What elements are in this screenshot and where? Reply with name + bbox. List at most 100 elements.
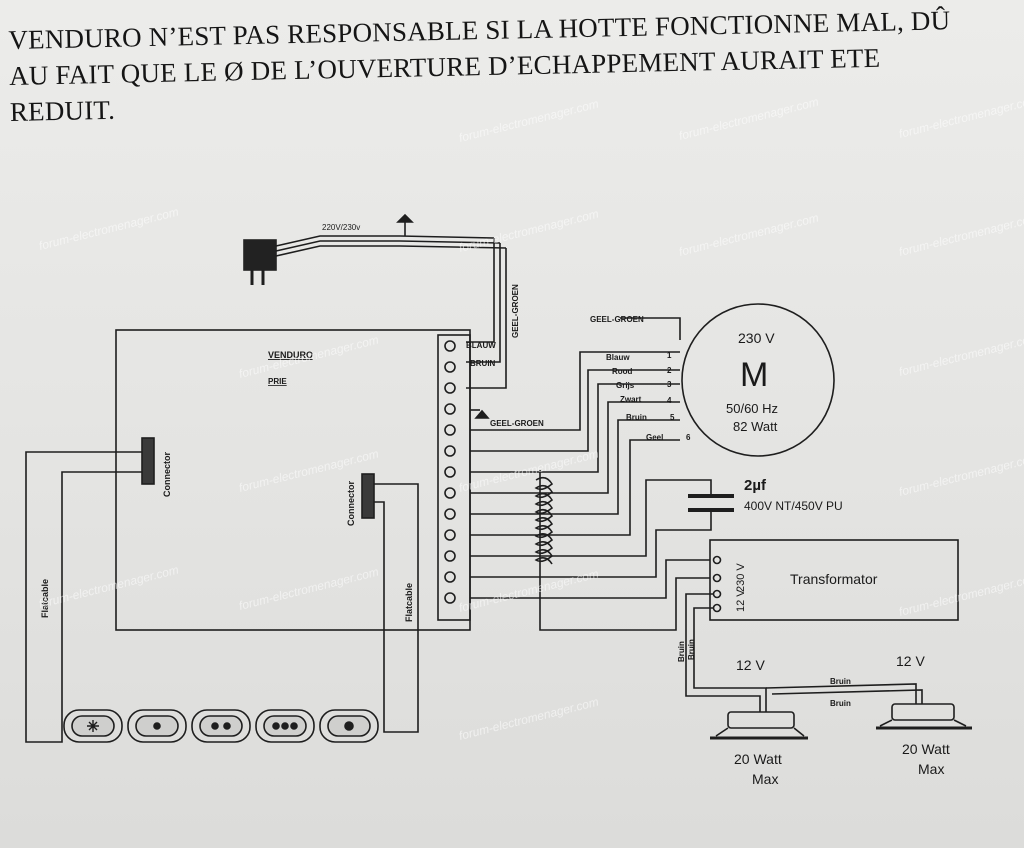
lamp-1-voltage: 12 V (736, 657, 765, 673)
capacitor-value: 2µf (744, 477, 767, 494)
motor-wire-3 (470, 383, 680, 473)
lamp-link-b (771, 689, 923, 704)
wire-label-blauw: Blauw (606, 353, 630, 362)
motor-symbol: M (740, 356, 768, 394)
wire-num-1: 1 (667, 351, 672, 360)
board-model-label: PRIE (268, 377, 287, 386)
wire-label-grijs: Grijs (616, 381, 635, 390)
motor-power: 82 Watt (733, 419, 778, 434)
lamp-link-a (765, 683, 917, 704)
terminal-label-bruin: BRUIN (470, 359, 496, 368)
motor-wire-1 (470, 351, 680, 431)
lamp-link-label-1: Bruin (830, 677, 851, 686)
transformer-terminal-3 (712, 589, 722, 599)
diagram-strokes (25, 213, 972, 743)
keypad-button-2 (127, 709, 187, 743)
wire-num-3: 3 (667, 380, 672, 389)
keypad-button-3 (191, 709, 251, 743)
transformer-input-voltage: 230 V (735, 563, 747, 592)
transformer-box (709, 539, 959, 621)
supply-cable-c (275, 245, 507, 257)
keypad-button-4 (255, 709, 315, 743)
transformer-label: Transformator (790, 571, 878, 587)
watermark-5: forum-electromenager.com (457, 207, 600, 255)
halogen-lamp-1 (710, 711, 808, 740)
watermark-3: forum-electromenager.com (897, 93, 1024, 141)
capacitor-lead-b (470, 529, 708, 578)
lamp-lead-b (693, 607, 767, 712)
transformer-in-a (470, 559, 710, 599)
board-earth-icon (474, 409, 490, 419)
watermark-16: forum-electromenager.com (897, 571, 1024, 619)
motor-wire-4 (470, 401, 680, 494)
lamp-2-power: 20 Watt (902, 741, 950, 757)
connector-left (141, 437, 155, 485)
motor-earth-lead (620, 317, 681, 340)
terminal-strip (437, 334, 471, 621)
terminal-label-blauw: BLAUW (466, 341, 496, 350)
mains-plug (243, 239, 277, 271)
lamp-2-max: Max (918, 761, 944, 777)
supply-cable-a (275, 235, 495, 247)
watermark-2: forum-electromenager.com (677, 95, 820, 143)
board-earth-label: GEEL-GROEN (490, 419, 544, 428)
capacitor-bottom-lead (708, 510, 712, 531)
watermark-1: forum-electromenager.com (457, 97, 600, 145)
wire-label-zwart: Zwart (620, 395, 642, 404)
watermark-10: forum-electromenager.com (237, 447, 380, 495)
lamp-1-max: Max (752, 771, 778, 787)
transformer-terminal-2 (712, 573, 722, 583)
flatcable-left-label: Flatcable (40, 579, 50, 618)
mains-wire-brown (466, 243, 501, 363)
connector-left-label: Connector (162, 452, 172, 497)
watermark-12: forum-electromenager.com (897, 451, 1024, 499)
mains-wire-earth (466, 248, 507, 389)
wire-num-2: 2 (667, 366, 672, 375)
watermark-9: forum-electromenager.com (897, 331, 1024, 379)
connector-right (361, 473, 375, 519)
motor-wire-2 (470, 369, 680, 452)
transformer-terminal-4 (712, 603, 722, 613)
transformer-in-b (539, 470, 710, 631)
wire-num-5: 5 (670, 413, 675, 422)
motor-earth-label: GEEL-GROEN (590, 315, 644, 324)
watermark-14: forum-electromenager.com (237, 565, 380, 613)
keypad-button-5 (319, 709, 379, 743)
transformer-terminal-1 (712, 555, 722, 565)
supply-earth-icon (396, 213, 414, 223)
watermark-15: forum-electromenager.com (457, 567, 600, 615)
motor-frequency: 50/60 Hz (726, 401, 778, 416)
watermark-8: forum-electromenager.com (237, 333, 380, 381)
lamp-1-power: 20 Watt (734, 751, 782, 767)
supply-cable-b (275, 240, 501, 252)
motor-wire-labels: Blauw 1 Rood 2 Grijs 3 Zwart 4 Bruin 5 G… (606, 351, 691, 442)
connector-right-label: Connector (346, 481, 356, 526)
watermark-7: forum-electromenager.com (897, 211, 1024, 259)
cable-tie-coils (534, 476, 554, 565)
wire-label-geel: Geel (646, 433, 663, 442)
terminal-screws (444, 340, 456, 604)
board-brand-label: VENDURO (268, 350, 313, 360)
wire-num-4: 4 (667, 396, 672, 405)
watermark-layer: forum-electromenager.com forum-electrome… (37, 93, 1024, 743)
transformer-output-voltage: 12 V (735, 589, 747, 612)
wire-num-6: 6 (686, 433, 691, 442)
keypad-button-1 (63, 709, 123, 743)
watermark-17: forum-electromenager.com (457, 695, 600, 743)
wire-label-rood: Rood (612, 367, 633, 376)
motor-wire-6 (470, 439, 680, 536)
capacitor-lead-a (470, 479, 700, 557)
motor-wire-5 (470, 419, 680, 515)
flatcable-right (374, 483, 419, 733)
transformer-lead-label-1: Bruin (677, 641, 686, 662)
flatcable-left (25, 451, 142, 743)
halogen-lamp-2 (876, 703, 972, 730)
watermark-13: forum-electromenager.com (37, 563, 180, 611)
lamp-link-label-2: Bruin (830, 699, 851, 708)
transformer-lead-label-2: Bruin (687, 639, 696, 660)
capacitor-top-lead (700, 479, 712, 496)
supply-voltage-label: 220V/230v (322, 223, 360, 232)
mains-wire-blue (466, 238, 495, 343)
